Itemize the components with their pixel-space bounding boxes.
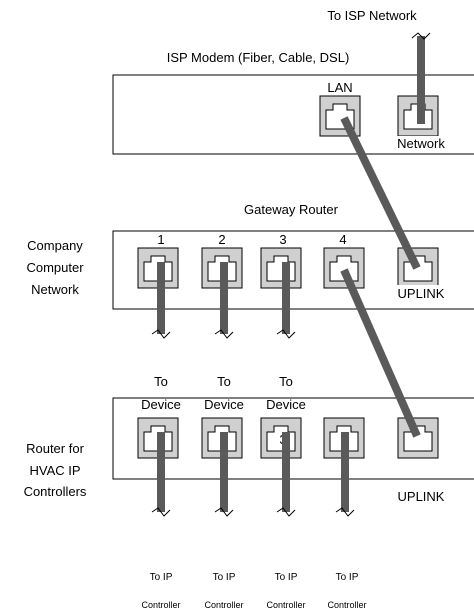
controller-2-top: To IP xyxy=(213,572,236,583)
controller-1-bottom: Controller xyxy=(141,600,180,610)
gateway-uplink-label-bg xyxy=(386,285,456,301)
gateway-port-4-label: 4 xyxy=(339,232,346,247)
gateway-port-3-label: 3 xyxy=(279,232,286,247)
break-mark-controller-2 xyxy=(214,507,234,517)
modem-network-label: Network xyxy=(397,136,445,151)
to-device-1-bottom: Device xyxy=(141,397,181,412)
company-label-1: Company xyxy=(27,238,83,253)
company-label-2: Computer xyxy=(26,260,84,275)
controller-3-bottom: Controller xyxy=(266,600,305,610)
break-mark-controller-1 xyxy=(151,507,171,517)
controller-3-top: To IP xyxy=(275,572,298,583)
break-mark-company-3 xyxy=(276,329,296,339)
gateway-port-4 xyxy=(323,247,365,289)
gateway-port-3 xyxy=(260,247,302,289)
controller-4-bottom: Controller xyxy=(327,600,366,610)
modem-to-gateway-cable xyxy=(340,116,421,270)
to-device-3-bottom: Device xyxy=(266,397,306,412)
modem-lan-label: LAN xyxy=(327,80,352,95)
break-mark-company-2 xyxy=(214,329,234,339)
gateway-uplink-port xyxy=(397,247,439,289)
cables xyxy=(157,36,425,512)
controller-4-top: To IP xyxy=(336,572,359,583)
break-mark-company-1 xyxy=(151,329,171,339)
hvac-uplink-port xyxy=(397,417,439,459)
gateway-port-1-label: 1 xyxy=(157,232,164,247)
gateway-title: Gateway Router xyxy=(244,202,339,217)
hvac-uplink-label: UPLINK xyxy=(398,489,445,504)
hvac-label-3: Controllers xyxy=(24,484,87,499)
to-device-2-bottom: Device xyxy=(204,397,244,412)
company-label-3: Network xyxy=(31,282,79,297)
gateway-to-hvac-cable xyxy=(340,268,421,438)
break-mark-controller-4 xyxy=(335,507,355,517)
hvac-label-2: HVAC IP xyxy=(29,463,80,478)
break-mark-isp xyxy=(411,32,431,40)
to-device-2-top: To xyxy=(217,374,231,389)
modem-network-label-bg xyxy=(390,136,452,152)
break-mark-controller-3 xyxy=(276,507,296,517)
cable-break-marks xyxy=(151,32,431,517)
isp-network-label: To ISP Network xyxy=(327,8,417,23)
gateway-uplink-label: UPLINK xyxy=(398,286,445,301)
gateway-port-2-label: 2 xyxy=(218,232,225,247)
hvac-label-1: Router for xyxy=(26,441,84,456)
to-device-1-top: To xyxy=(154,374,168,389)
controller-2-bottom: Controller xyxy=(204,600,243,610)
to-device-3-top: To xyxy=(279,374,293,389)
modem-title: ISP Modem (Fiber, Cable, DSL) xyxy=(167,50,350,65)
controller-1-top: To IP xyxy=(150,572,173,583)
